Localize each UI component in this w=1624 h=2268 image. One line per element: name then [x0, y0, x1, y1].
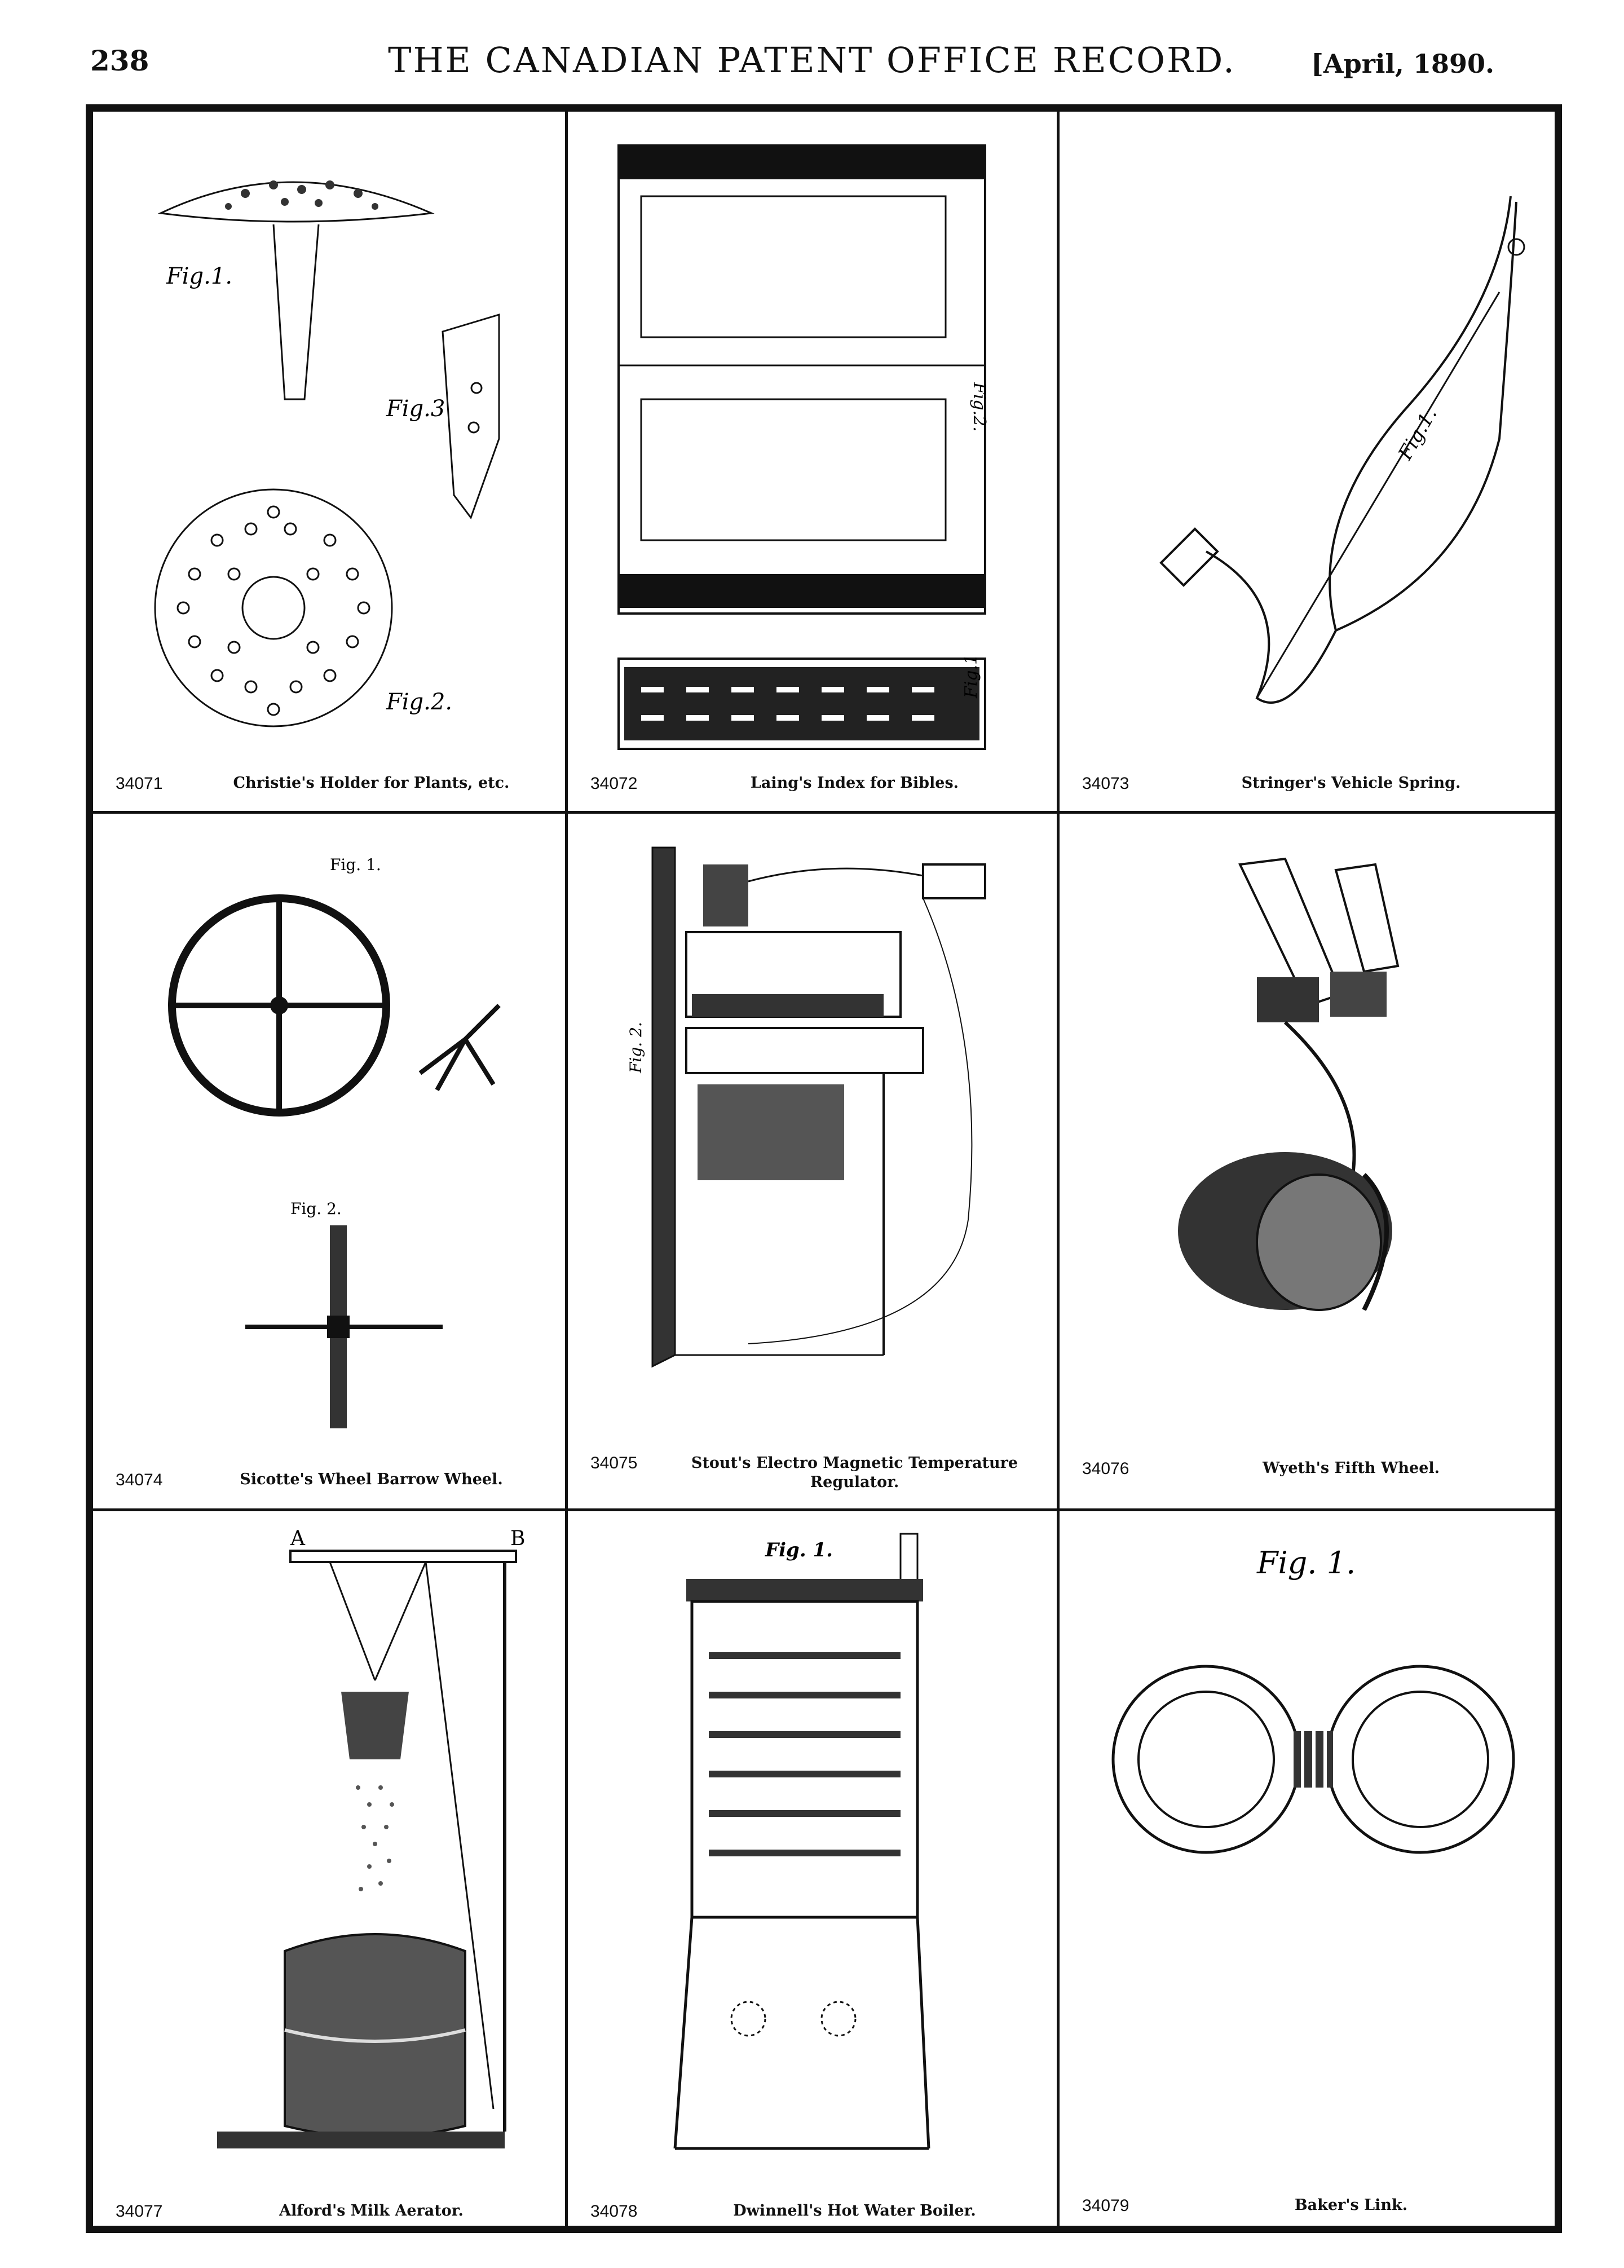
patent-cell-34071: Fig.1. Fig.3 Fig.2. 34071 Christie's Hol…: [93, 112, 568, 814]
fig-label-1: Fig.1: [961, 654, 981, 699]
patent-number: 34074: [116, 1471, 163, 1489]
drawing-temperature-regulator: Fig. 2.: [626, 846, 986, 1368]
fig-label-3: Fig.3: [386, 396, 445, 422]
fig-label-2: Fig.2.: [969, 382, 989, 432]
publication-title: THE CANADIAN PATENT OFFICE RECORD.: [388, 39, 1236, 81]
label-a: A: [290, 1527, 306, 1550]
patent-number: 34075: [590, 1454, 638, 1472]
fig-label-1: Fig. 1.: [330, 855, 381, 874]
fig-label-2: Fig. 2.: [290, 1199, 342, 1218]
label-b: B: [510, 1527, 525, 1550]
patent-cell-34079: Fig. 1. 34079 Baker's Link.: [1060, 1511, 1558, 2229]
patent-cell-34076: 34076 Wyeth's Fifth Wheel.: [1060, 814, 1558, 1511]
patent-cell-34078: Fig. 1. 34078 Dwinnell's Hot Water Boile…: [568, 1511, 1060, 2229]
patent-number: 34077: [116, 2202, 163, 2221]
fig-label-2: Fig.2.: [386, 689, 452, 715]
patent-number: 34072: [590, 774, 638, 793]
fig-label-1: Fig. 1.: [765, 1539, 833, 1561]
patent-title: Sicotte's Wheel Barrow Wheel.: [240, 1471, 503, 1488]
page-header: 238 THE CANADIAN PATENT OFFICE RECORD. […: [0, 34, 1624, 85]
patent-title: Stringer's Vehicle Spring.: [1241, 774, 1461, 792]
patent-title: Baker's Link.: [1294, 2196, 1408, 2214]
patent-number: 34076: [1082, 1459, 1129, 1478]
patent-number: 34071: [116, 774, 163, 793]
patent-cell-34075: Fig. 2. 34075 Stout's Electro Magnetic T…: [568, 814, 1060, 1511]
patent-title: Dwinnell's Hot Water Boiler.: [733, 2202, 976, 2220]
patent-title: Wyeth's Fifth Wheel.: [1262, 1459, 1440, 1477]
drawing-hot-water-boiler: Fig. 1.: [673, 1533, 930, 2150]
patent-title: Stout's Electro Magnetic Temperature Reg…: [691, 1454, 1018, 1491]
patent-cell-34074: Fig. 1. Fig. 2. 34074 Sicotte's Wheel Ba…: [93, 814, 568, 1511]
patent-cell-34072: Fig.2. Fig.1 34072 Laing's Index for Bib…: [568, 112, 1060, 814]
page-frame: [86, 104, 1562, 2233]
fig-label-2: Fig. 2.: [626, 1022, 645, 1074]
patent-title: Alford's Milk Aerator.: [279, 2202, 464, 2220]
patent-cell-34073: Fig.1. 34073 Stringer's Vehicle Spring.: [1060, 112, 1558, 814]
drawing-bible-index: Fig.2. Fig.1: [617, 144, 989, 750]
drawing-link: Fig. 1.: [1111, 1545, 1515, 1854]
patent-number: 34073: [1082, 774, 1129, 793]
page-number: 238: [90, 44, 149, 77]
patent-number: 34079: [1082, 2196, 1129, 2215]
patent-number: 34078: [590, 2202, 638, 2221]
drawing-wheel-barrow-wheel: Fig. 1. Fig. 2.: [168, 855, 501, 1428]
drawing-milk-aerator: A B: [217, 1527, 525, 2148]
patent-title: Christie's Holder for Plants, etc.: [233, 774, 510, 792]
drawing-fifth-wheel: [1178, 857, 1400, 1311]
drawing-vehicle-spring: Fig.1.: [1159, 196, 1525, 704]
drawing-plant-holder: Fig.1. Fig.3 Fig.2.: [154, 180, 500, 727]
fig-label-1: Fig.1.: [166, 263, 232, 289]
fig-label-1: Fig. 1.: [1256, 1545, 1356, 1581]
patent-title: Laing's Index for Bibles.: [750, 774, 959, 792]
issue-date: [April, 1890.: [1311, 48, 1494, 79]
patent-grid: Fig.1. Fig.3 Fig.2. 34071 Christie's Hol…: [91, 110, 1558, 2229]
patent-cell-34077: A B 34077 Alford's Milk Aerator.: [93, 1511, 568, 2229]
